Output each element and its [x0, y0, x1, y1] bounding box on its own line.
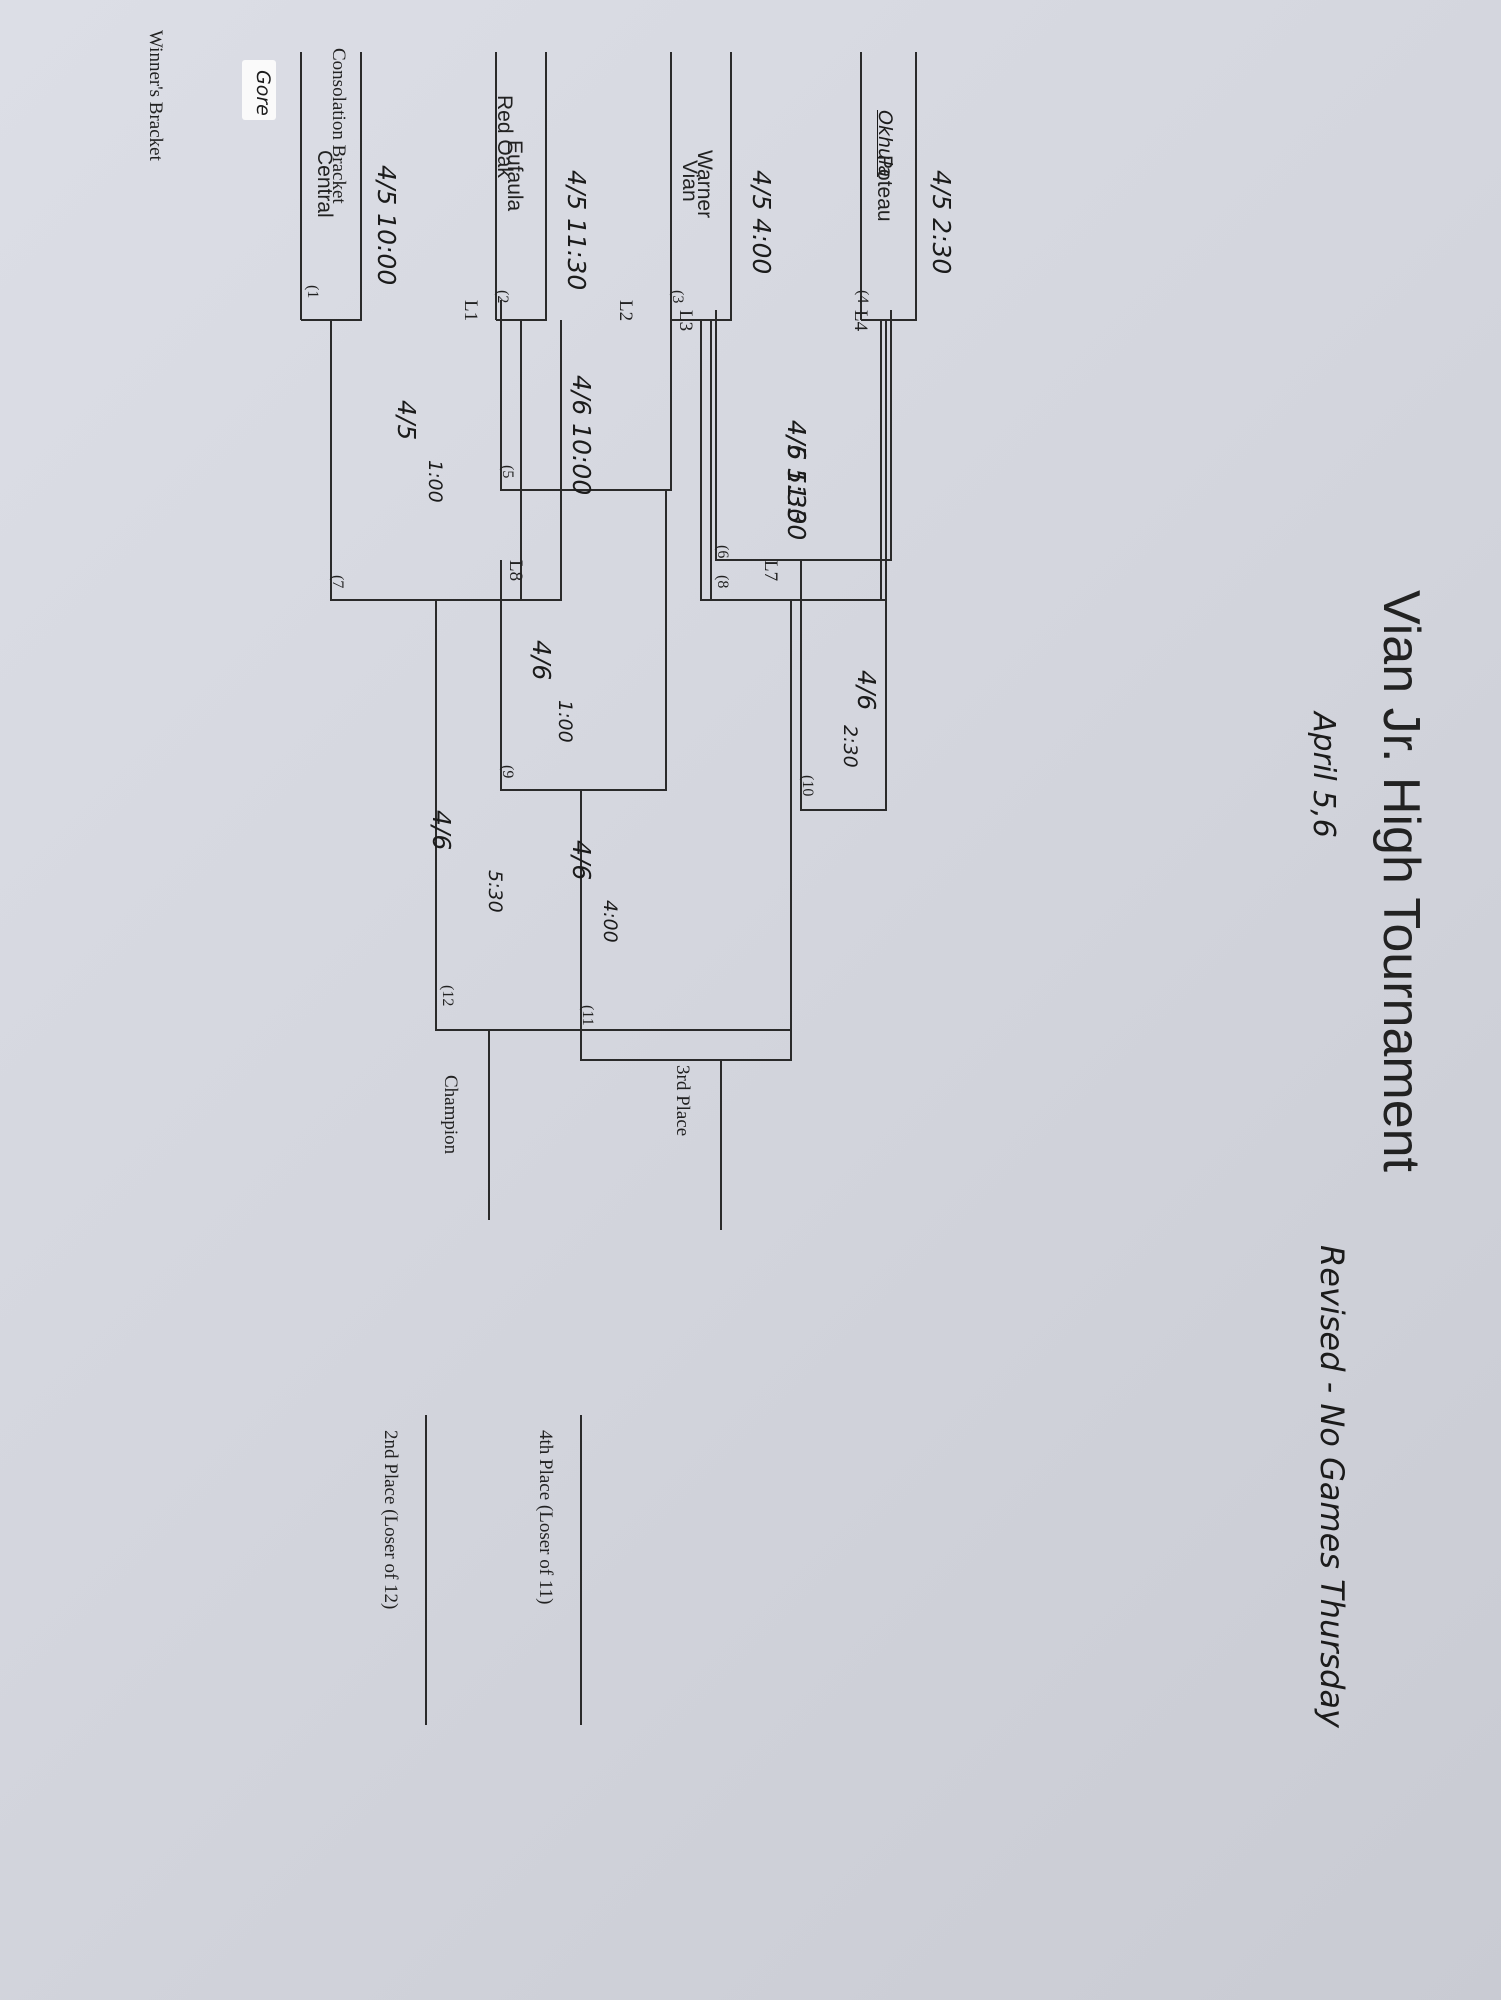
game-7-box [330, 320, 562, 601]
winners-bracket-label: Winner's Bracket [145, 30, 166, 161]
game-12-date: 4/6 [427, 810, 456, 851]
game-3-bracket [670, 52, 732, 321]
game-9-date: 4/6 [527, 640, 556, 681]
second-place-label: 2nd Place (Loser of 12) [380, 1430, 401, 1610]
game-4-bracket [860, 52, 917, 321]
game-7-bracket [330, 320, 561, 601]
game-6-bracket [715, 310, 892, 561]
game-4-time: 4/5 2:30 [927, 170, 956, 275]
game-1-number: (1 [304, 285, 321, 299]
team-gore: Gore [252, 70, 274, 116]
champion-label: Champion [440, 1075, 461, 1155]
loser-8-label: L8 [505, 560, 526, 582]
game-5-bracket [500, 300, 672, 491]
loser-7-label: L7 [760, 560, 781, 582]
page-title: Vian Jr. High Tournament [1372, 590, 1430, 1172]
game-1-time: 4/5 10:00 [372, 165, 401, 286]
game-12-bracket [435, 600, 792, 1031]
game-9-time: 1:00 [554, 700, 576, 743]
game-12-time: 5:30 [484, 870, 506, 913]
game-2-bracket [495, 52, 547, 321]
loser-1-label: L1 [460, 300, 481, 322]
game-7-number: (7 [329, 575, 346, 589]
loser-3-label: L3 [675, 310, 696, 332]
game-10-bracket [800, 560, 887, 811]
game-1-bracket [300, 52, 362, 321]
game-11-date: 4/6 [567, 840, 596, 881]
game-11-time: 4:00 [599, 900, 621, 943]
third-place-label: 3rd Place [672, 1065, 693, 1137]
team-eufaula: Eufaula [503, 140, 526, 212]
game-6-time: 4/6 11:30 [782, 420, 811, 541]
game-4-number: (4 [854, 290, 871, 304]
dates-note: April 5,6 [1306, 712, 1341, 838]
game-11-number: (11 [579, 1005, 596, 1026]
game-2-time: 4/5 11:30 [562, 170, 591, 291]
game-11-bracket [580, 790, 792, 1061]
game-5-number: (5 [499, 465, 516, 479]
game-8-box [710, 320, 882, 601]
loser-4-label: L4 [850, 310, 871, 332]
revised-note: Revised - No Games Thursday [1313, 1245, 1351, 1728]
game-7-date: 4/5 [392, 400, 421, 441]
game-10-number: (10 [799, 775, 816, 797]
game-3-number: (3 [669, 290, 686, 304]
fourth-place-label: 4th Place (Loser of 11) [535, 1430, 556, 1605]
team-poteau: Poteau [873, 155, 896, 222]
game-6-number: (6 [714, 545, 731, 559]
game-10-time: 2:30 [839, 725, 861, 768]
game-3-time: 4/5 4:00 [747, 170, 776, 275]
game-8-number: (8 [714, 575, 731, 589]
game-9-number: (9 [499, 765, 516, 779]
game-5-time: 4/6 10:00 [567, 375, 596, 496]
game-2-number: (2 [494, 290, 511, 304]
game-12-number: (12 [439, 985, 456, 1007]
game-10-date: 4/6 [852, 670, 881, 711]
game-9-bracket [500, 490, 667, 791]
team-warner: Warner [693, 150, 716, 219]
game-7-time: 1:00 [424, 460, 446, 503]
loser-2-label: L2 [615, 300, 636, 322]
team-central: Central [313, 150, 336, 218]
